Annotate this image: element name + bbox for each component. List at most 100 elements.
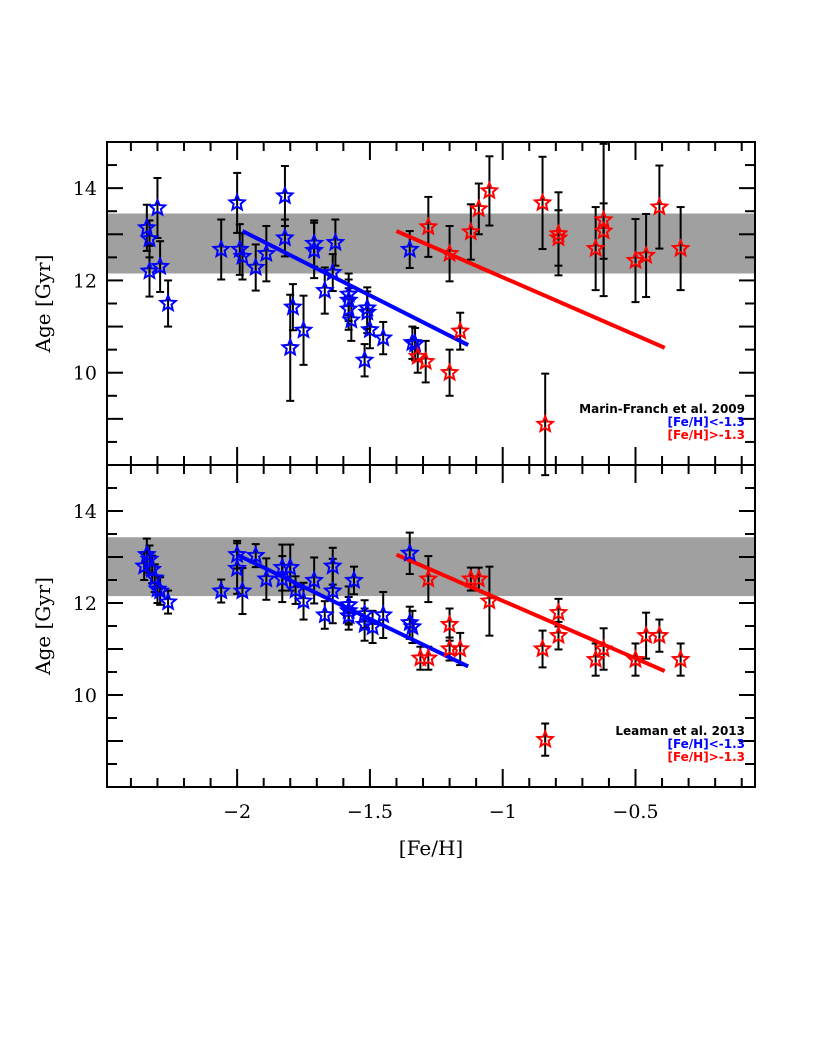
star-marker-icon xyxy=(670,649,691,669)
star-marker-icon xyxy=(535,413,556,434)
y-axis-title: Age [Gyr] xyxy=(31,577,55,676)
star-marker-icon xyxy=(245,544,266,565)
star-marker-icon xyxy=(357,297,378,317)
legend-source: Leaman et al. 2013 xyxy=(615,724,745,738)
star-marker-icon xyxy=(293,590,314,610)
star-marker-icon xyxy=(147,197,168,217)
x-axis-title: [Fe/H] xyxy=(399,836,463,860)
error-bar xyxy=(262,224,271,283)
star-marker-icon xyxy=(304,569,325,589)
star-marker-icon xyxy=(150,255,171,276)
star-marker-icon xyxy=(274,227,295,247)
error-bar xyxy=(541,722,550,757)
star-marker-icon xyxy=(418,568,439,588)
star-marker-icon xyxy=(670,238,691,258)
reference-age-band xyxy=(107,537,755,597)
y-tick-label: 12 xyxy=(73,593,97,615)
star-marker-icon xyxy=(407,345,428,366)
error-bar xyxy=(278,555,287,604)
error-bar xyxy=(217,218,226,281)
star-marker-icon xyxy=(211,238,232,259)
error-bar xyxy=(599,627,608,671)
legend-source: Marin-Franch et al. 2009 xyxy=(579,402,745,416)
star-marker-icon xyxy=(585,238,606,258)
y-tick-label: 14 xyxy=(73,178,97,200)
error-bar xyxy=(485,565,494,637)
star-marker-icon xyxy=(139,228,160,248)
star-marker-icon xyxy=(460,221,481,241)
star-marker-icon xyxy=(405,333,426,353)
star-marker-icon xyxy=(150,580,171,600)
error-bar xyxy=(405,531,414,576)
star-marker-icon xyxy=(649,196,670,216)
star-marker-icon xyxy=(338,298,359,318)
star-marker-icon xyxy=(256,568,277,588)
y-tick-label: 14 xyxy=(73,501,97,523)
star-marker-icon xyxy=(593,220,614,240)
star-marker-icon xyxy=(314,604,335,624)
star-marker-icon xyxy=(322,580,343,600)
star-marker-icon xyxy=(362,616,383,636)
star-marker-icon xyxy=(232,245,253,266)
star-marker-icon xyxy=(293,319,314,339)
star-marker-icon xyxy=(322,555,343,575)
error-bar xyxy=(320,266,329,315)
star-marker-icon xyxy=(548,602,569,622)
reference-age-band xyxy=(107,213,755,274)
y-tick-label: 10 xyxy=(73,363,97,385)
axis-labels: −2−1.5−1−0.5[Fe/H] xyxy=(223,801,658,860)
star-marker-icon xyxy=(134,555,155,575)
star-marker-icon xyxy=(636,244,657,265)
star-marker-icon xyxy=(136,217,157,237)
star-marker-icon xyxy=(479,590,500,610)
star-marker-icon xyxy=(548,625,569,645)
error-bar xyxy=(310,556,319,605)
star-marker-icon xyxy=(532,192,553,212)
error-bar xyxy=(642,212,651,299)
error-bar xyxy=(445,607,454,642)
plot-frame xyxy=(106,141,756,466)
star-marker-icon xyxy=(418,216,439,236)
error-bar xyxy=(642,611,651,660)
star-marker-icon xyxy=(274,185,295,205)
y-axis-title: Age [Gyr] xyxy=(31,255,55,354)
error-bar xyxy=(156,240,165,293)
error-bar xyxy=(164,279,173,328)
star-marker-icon xyxy=(227,557,248,578)
error-bar xyxy=(424,555,433,604)
error-bar xyxy=(591,206,600,292)
error-bar xyxy=(631,218,640,304)
star-marker-icon xyxy=(158,292,179,313)
star-marker-icon xyxy=(338,283,359,303)
y-tick-label: 12 xyxy=(73,270,97,292)
star-marker-icon xyxy=(468,568,489,588)
star-marker-icon xyxy=(304,239,325,260)
error-bar xyxy=(145,244,154,298)
star-marker-icon xyxy=(354,349,375,369)
star-marker-icon xyxy=(399,238,420,259)
star-marker-icon xyxy=(548,227,569,247)
star-marker-icon xyxy=(139,260,160,280)
star-marker-icon xyxy=(468,198,489,218)
star-marker-icon xyxy=(136,544,157,564)
fit-line xyxy=(395,552,666,673)
star-marker-icon xyxy=(256,243,277,263)
error-bar xyxy=(368,609,377,645)
error-bar xyxy=(655,618,664,653)
star-marker-icon xyxy=(232,580,253,600)
star-marker-icon xyxy=(359,319,380,339)
star-marker-icon xyxy=(593,638,614,658)
error-bar xyxy=(655,164,664,250)
star-marker-icon xyxy=(282,296,303,316)
star-marker-icon xyxy=(357,301,378,321)
y-tick-label: 10 xyxy=(73,685,97,707)
error-bar xyxy=(262,557,271,601)
star-marker-icon xyxy=(142,558,163,579)
star-marker-icon xyxy=(649,625,670,645)
error-bar xyxy=(538,155,547,251)
star-marker-icon xyxy=(585,649,606,669)
star-marker-icon xyxy=(625,648,646,669)
star-marker-icon xyxy=(314,279,335,300)
star-marker-icon xyxy=(338,600,359,620)
